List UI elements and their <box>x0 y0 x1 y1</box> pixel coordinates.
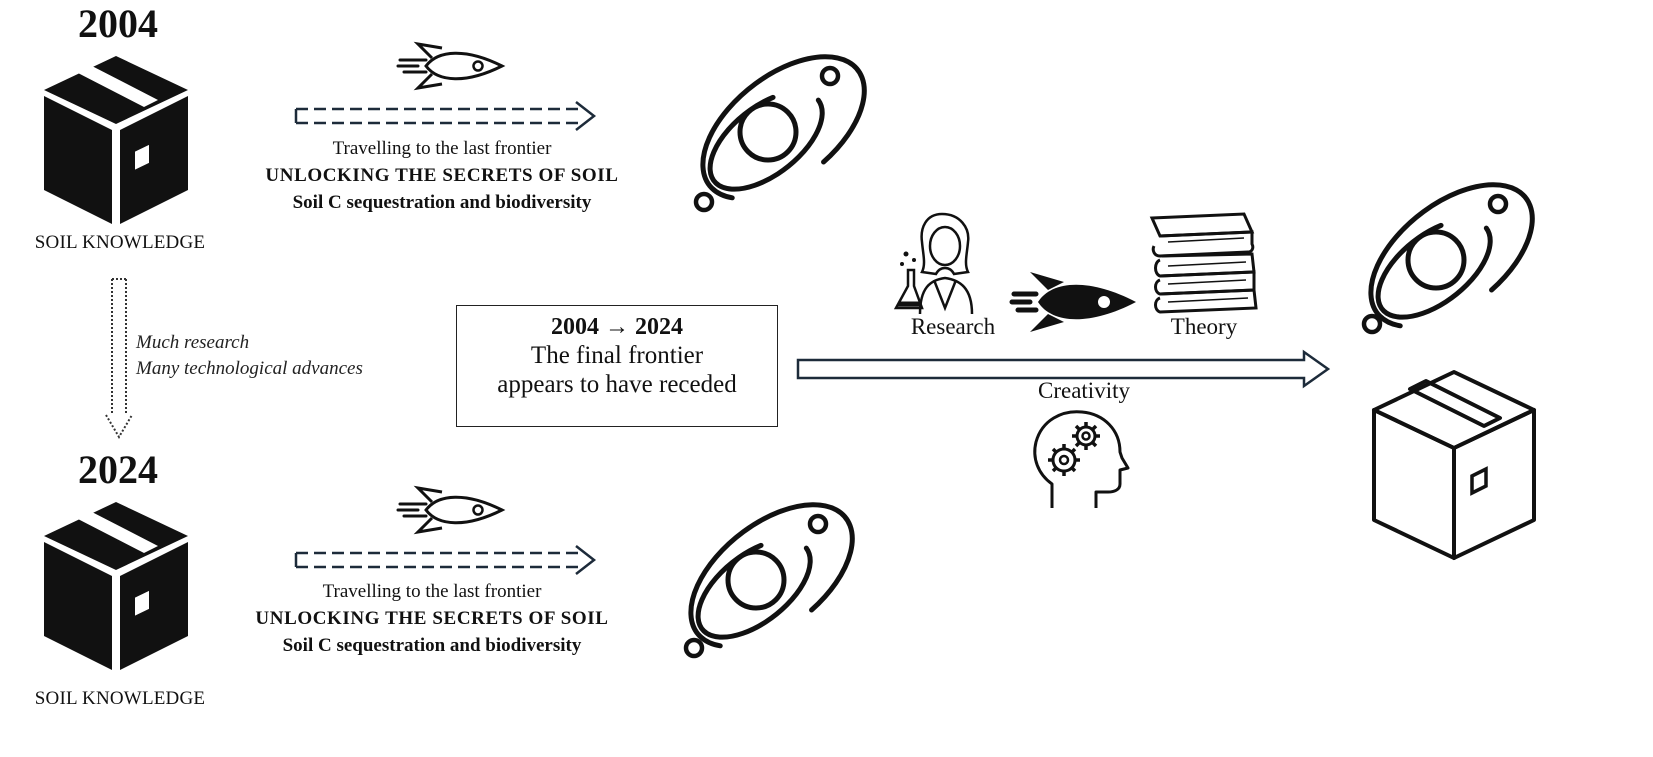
box-outline-icon <box>1372 370 1536 560</box>
center-summary-box: 2004 → 2024 The final frontier appears t… <box>456 305 778 427</box>
center-line-2: appears to have receded <box>497 371 737 398</box>
box-icon <box>44 56 188 224</box>
soil-knowledge-label-top: SOIL KNOWLEDGE <box>34 232 206 253</box>
year-2024-label: 2024 <box>78 447 158 492</box>
center-heading: 2004 → 2024 <box>551 314 683 340</box>
box-icon <box>44 502 188 670</box>
rocket-icon <box>396 485 506 535</box>
progress-line-1: Much research <box>136 332 250 353</box>
travel-text-top: Travelling to the last frontier UNLOCKIN… <box>232 135 652 216</box>
research-label: Research <box>910 314 996 339</box>
planet-orbit-icon <box>693 54 867 213</box>
planet-orbit-icon <box>1361 182 1535 335</box>
progress-note: Much research Many technological advance… <box>136 330 363 382</box>
planet-orbit-icon <box>683 502 855 659</box>
headline: UNLOCKING THE SECRETS OF SOIL <box>265 165 619 186</box>
dashed-arrow-top <box>294 101 597 131</box>
dotted-down-arrow <box>105 278 133 439</box>
travel-line: Travelling to the last frontier <box>332 138 552 159</box>
travel-line: Travelling to the last frontier <box>322 581 542 602</box>
travel-text-bottom: Travelling to the last frontier UNLOCKIN… <box>222 578 642 659</box>
center-line-1: The final frontier <box>530 342 704 369</box>
subline: Soil C sequestration and biodiversity <box>292 192 592 213</box>
dashed-arrow-bottom <box>294 545 597 575</box>
books-icon <box>1149 212 1258 314</box>
scientist-icon <box>893 212 974 315</box>
theory-label: Theory <box>1170 314 1238 339</box>
headline: UNLOCKING THE SECRETS OF SOIL <box>255 608 609 629</box>
progress-line-2: Many technological advances <box>136 358 363 379</box>
subline: Soil C sequestration and biodiversity <box>282 635 582 656</box>
creativity-label: Creativity <box>1038 378 1130 403</box>
head-gears-icon <box>1033 410 1130 508</box>
year-2004-label: 2004 <box>78 1 158 46</box>
soil-knowledge-label-bottom: SOIL KNOWLEDGE <box>34 688 206 709</box>
rocket-icon <box>396 41 506 91</box>
progress-arrow <box>796 349 1331 389</box>
rocket-filled-icon <box>1009 272 1136 332</box>
